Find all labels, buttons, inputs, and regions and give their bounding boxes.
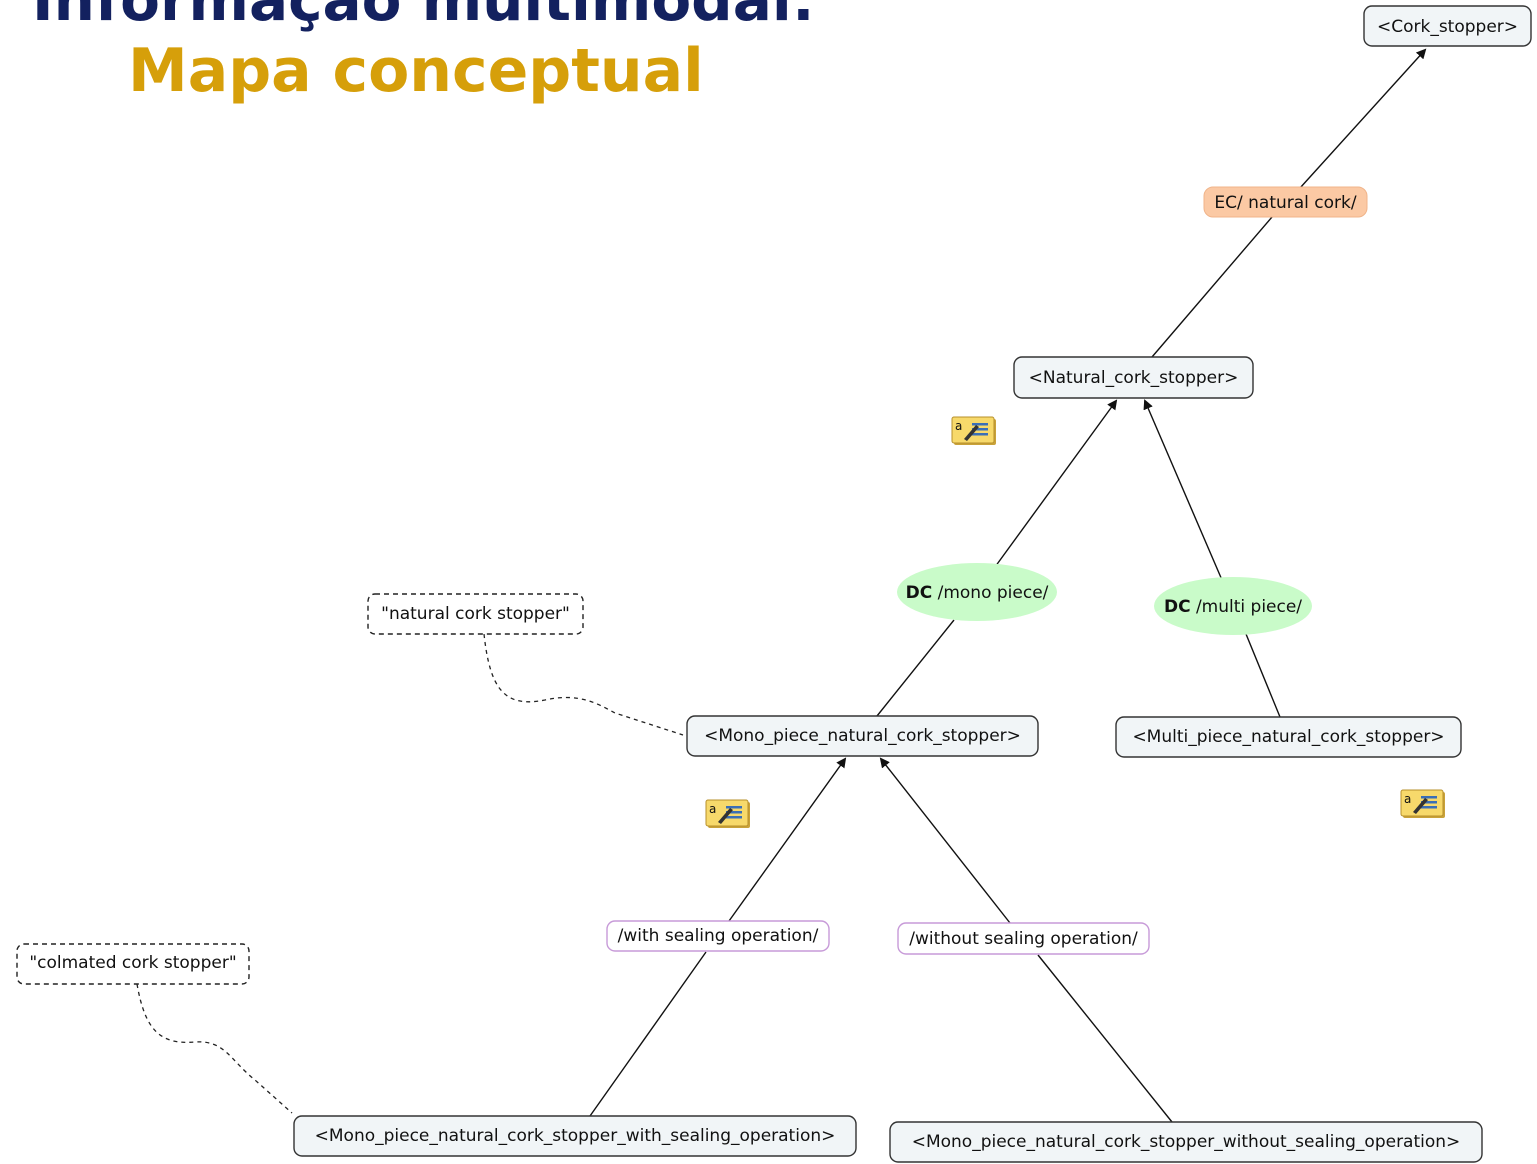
edge-dcmulti-to-natural <box>1143 399 1223 581</box>
link-label-dc-multi-piece[interactable]: DC /multi piece/ <box>1154 577 1312 635</box>
link-label-text: EC/ natural cork/ <box>1214 193 1356 213</box>
note-icon-glyph: a <box>955 419 962 433</box>
link-label-without-sealing[interactable]: /without sealing operation/ <box>897 922 1150 955</box>
edges <box>136 48 1427 1123</box>
link-label-prefix: DC <box>906 583 933 603</box>
link-label-with-sealing[interactable]: /with sealing operation/ <box>606 920 830 952</box>
link-label-prefix: DC <box>1164 597 1191 617</box>
concept-label: <Multi_piece_natural_cork_stopper> <box>1132 727 1444 747</box>
term-link-colmated <box>136 983 293 1114</box>
link-label-text: /multi piece/ <box>1191 597 1303 617</box>
term-label: "natural cork stopper" <box>381 604 570 624</box>
edge-monowithout-to-without <box>1037 954 1173 1123</box>
concept-label: <Cork_stopper> <box>1377 17 1518 37</box>
concept-node-mono-with-sealing[interactable]: <Mono_piece_natural_cork_stopper_with_se… <box>293 1115 857 1157</box>
edge-natural-to-ec <box>1151 216 1273 358</box>
edge-mono-to-dcmono <box>876 619 955 717</box>
page-subtitle: Mapa conceptual <box>128 36 704 106</box>
link-label-text: /with sealing operation/ <box>618 926 819 946</box>
concept-label: <Mono_piece_natural_cork_stopper_with_se… <box>315 1126 836 1146</box>
edge-multi-to-dcmulti <box>1245 633 1281 718</box>
note-icon-glyph: a <box>709 802 716 816</box>
svg-text:DC /mono piece/: DC /mono piece/ <box>906 583 1049 603</box>
svg-text:DC /multi piece/: DC /multi piece/ <box>1164 597 1302 617</box>
link-label-text: /without sealing operation/ <box>909 929 1138 949</box>
concept-node-mono-piece[interactable]: <Mono_piece_natural_cork_stopper> <box>686 715 1039 757</box>
note-icon-glyph: a <box>1404 792 1411 806</box>
concept-label: <Mono_piece_natural_cork_stopper_without… <box>912 1132 1461 1152</box>
term-link-natural <box>483 633 684 736</box>
concept-node-natural-cork-stopper[interactable]: <Natural_cork_stopper> <box>1013 356 1254 399</box>
note-icon[interactable]: a <box>951 416 996 445</box>
term-label: "colmated cork stopper" <box>29 953 236 973</box>
edge-with-to-mono <box>728 757 847 922</box>
concept-label: <Mono_piece_natural_cork_stopper> <box>704 726 1021 746</box>
note-icon[interactable]: a <box>1400 789 1445 818</box>
term-box-colmated-cork-stopper[interactable]: "colmated cork stopper" <box>16 943 250 985</box>
concept-node-cork-stopper[interactable]: <Cork_stopper> <box>1363 5 1532 47</box>
link-label-text: /mono piece/ <box>932 583 1048 603</box>
concept-node-mono-without-sealing[interactable]: <Mono_piece_natural_cork_stopper_without… <box>889 1121 1483 1163</box>
note-icon[interactable]: a <box>705 799 750 828</box>
link-label-dc-mono-piece[interactable]: DC /mono piece/ <box>897 563 1057 621</box>
page-title: Informação multimodal: <box>32 0 815 34</box>
link-label-ec-natural-cork[interactable]: EC/ natural cork/ <box>1203 186 1368 218</box>
edge-dcmono-to-natural <box>994 399 1118 568</box>
term-box-natural-cork-stopper[interactable]: "natural cork stopper" <box>367 593 584 635</box>
edge-without-to-mono <box>879 757 1011 924</box>
edge-monowith-to-with <box>589 951 707 1117</box>
edge-ec-to-cork <box>1299 48 1427 189</box>
concept-node-multi-piece[interactable]: <Multi_piece_natural_cork_stopper> <box>1115 716 1462 758</box>
concept-label: <Natural_cork_stopper> <box>1029 368 1239 388</box>
